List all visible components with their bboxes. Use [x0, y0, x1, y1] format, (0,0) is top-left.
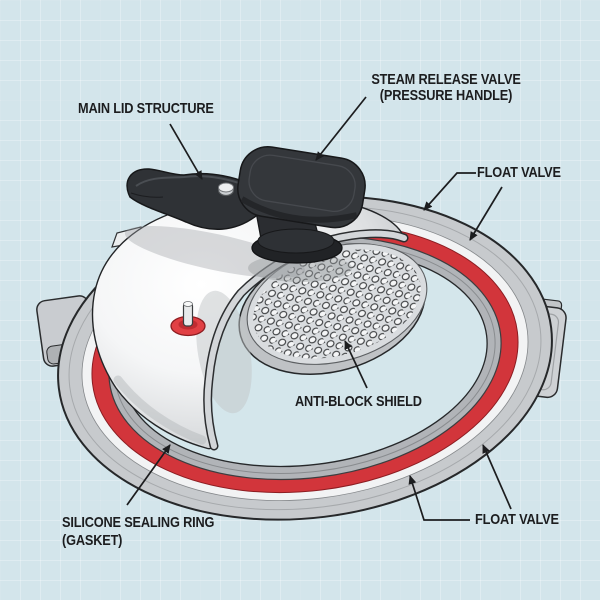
- handle-bar: [126, 168, 257, 231]
- leader-sealing-ring: [126, 444, 171, 506]
- steam-release-valve-label: STEAM RELEASE VALVE (PRESSURE HANDLE): [371, 72, 520, 104]
- lid-handle: [126, 146, 366, 264]
- leader-float-valve-bottom-2: [482, 444, 512, 510]
- steam-release-valve-knob: [237, 146, 366, 229]
- main-lid-dome: [91, 195, 409, 451]
- anti-block-shield-label: ANTI-BLOCK SHIELD: [295, 393, 422, 410]
- sealing-ring-label: SILICONE SEALING RING (GASKET): [62, 514, 214, 550]
- leader-anti-block: [344, 340, 368, 389]
- main-lid-structure-label: MAIN LID STRUCTURE: [78, 100, 214, 117]
- anti-block-shield: [238, 243, 428, 375]
- handle-shadow: [124, 226, 306, 278]
- float-valve-pin: [170, 301, 206, 337]
- leader-float-valve-top-2: [469, 186, 503, 241]
- leader-float-valve-bottom-1: [408, 475, 470, 521]
- float-valve-label-top: FLOAT VALVE: [477, 164, 561, 181]
- steam-release-valve-label-line1: STEAM RELEASE VALVE: [371, 71, 521, 88]
- leader-steam-valve: [315, 96, 367, 161]
- leader-float-valve-top-1: [423, 172, 476, 211]
- float-valve-label-bottom: FLOAT VALVE: [475, 511, 559, 528]
- steam-release-valve-label-line2: (PRESSURE HANDLE): [379, 87, 513, 104]
- sealing-ring-label-line1: SILICONE SEALING RING: [62, 514, 215, 531]
- leader-main-lid: [169, 123, 203, 180]
- sealing-ring-label-line2: (GASKET): [62, 532, 123, 549]
- leader-lines: [126, 96, 512, 521]
